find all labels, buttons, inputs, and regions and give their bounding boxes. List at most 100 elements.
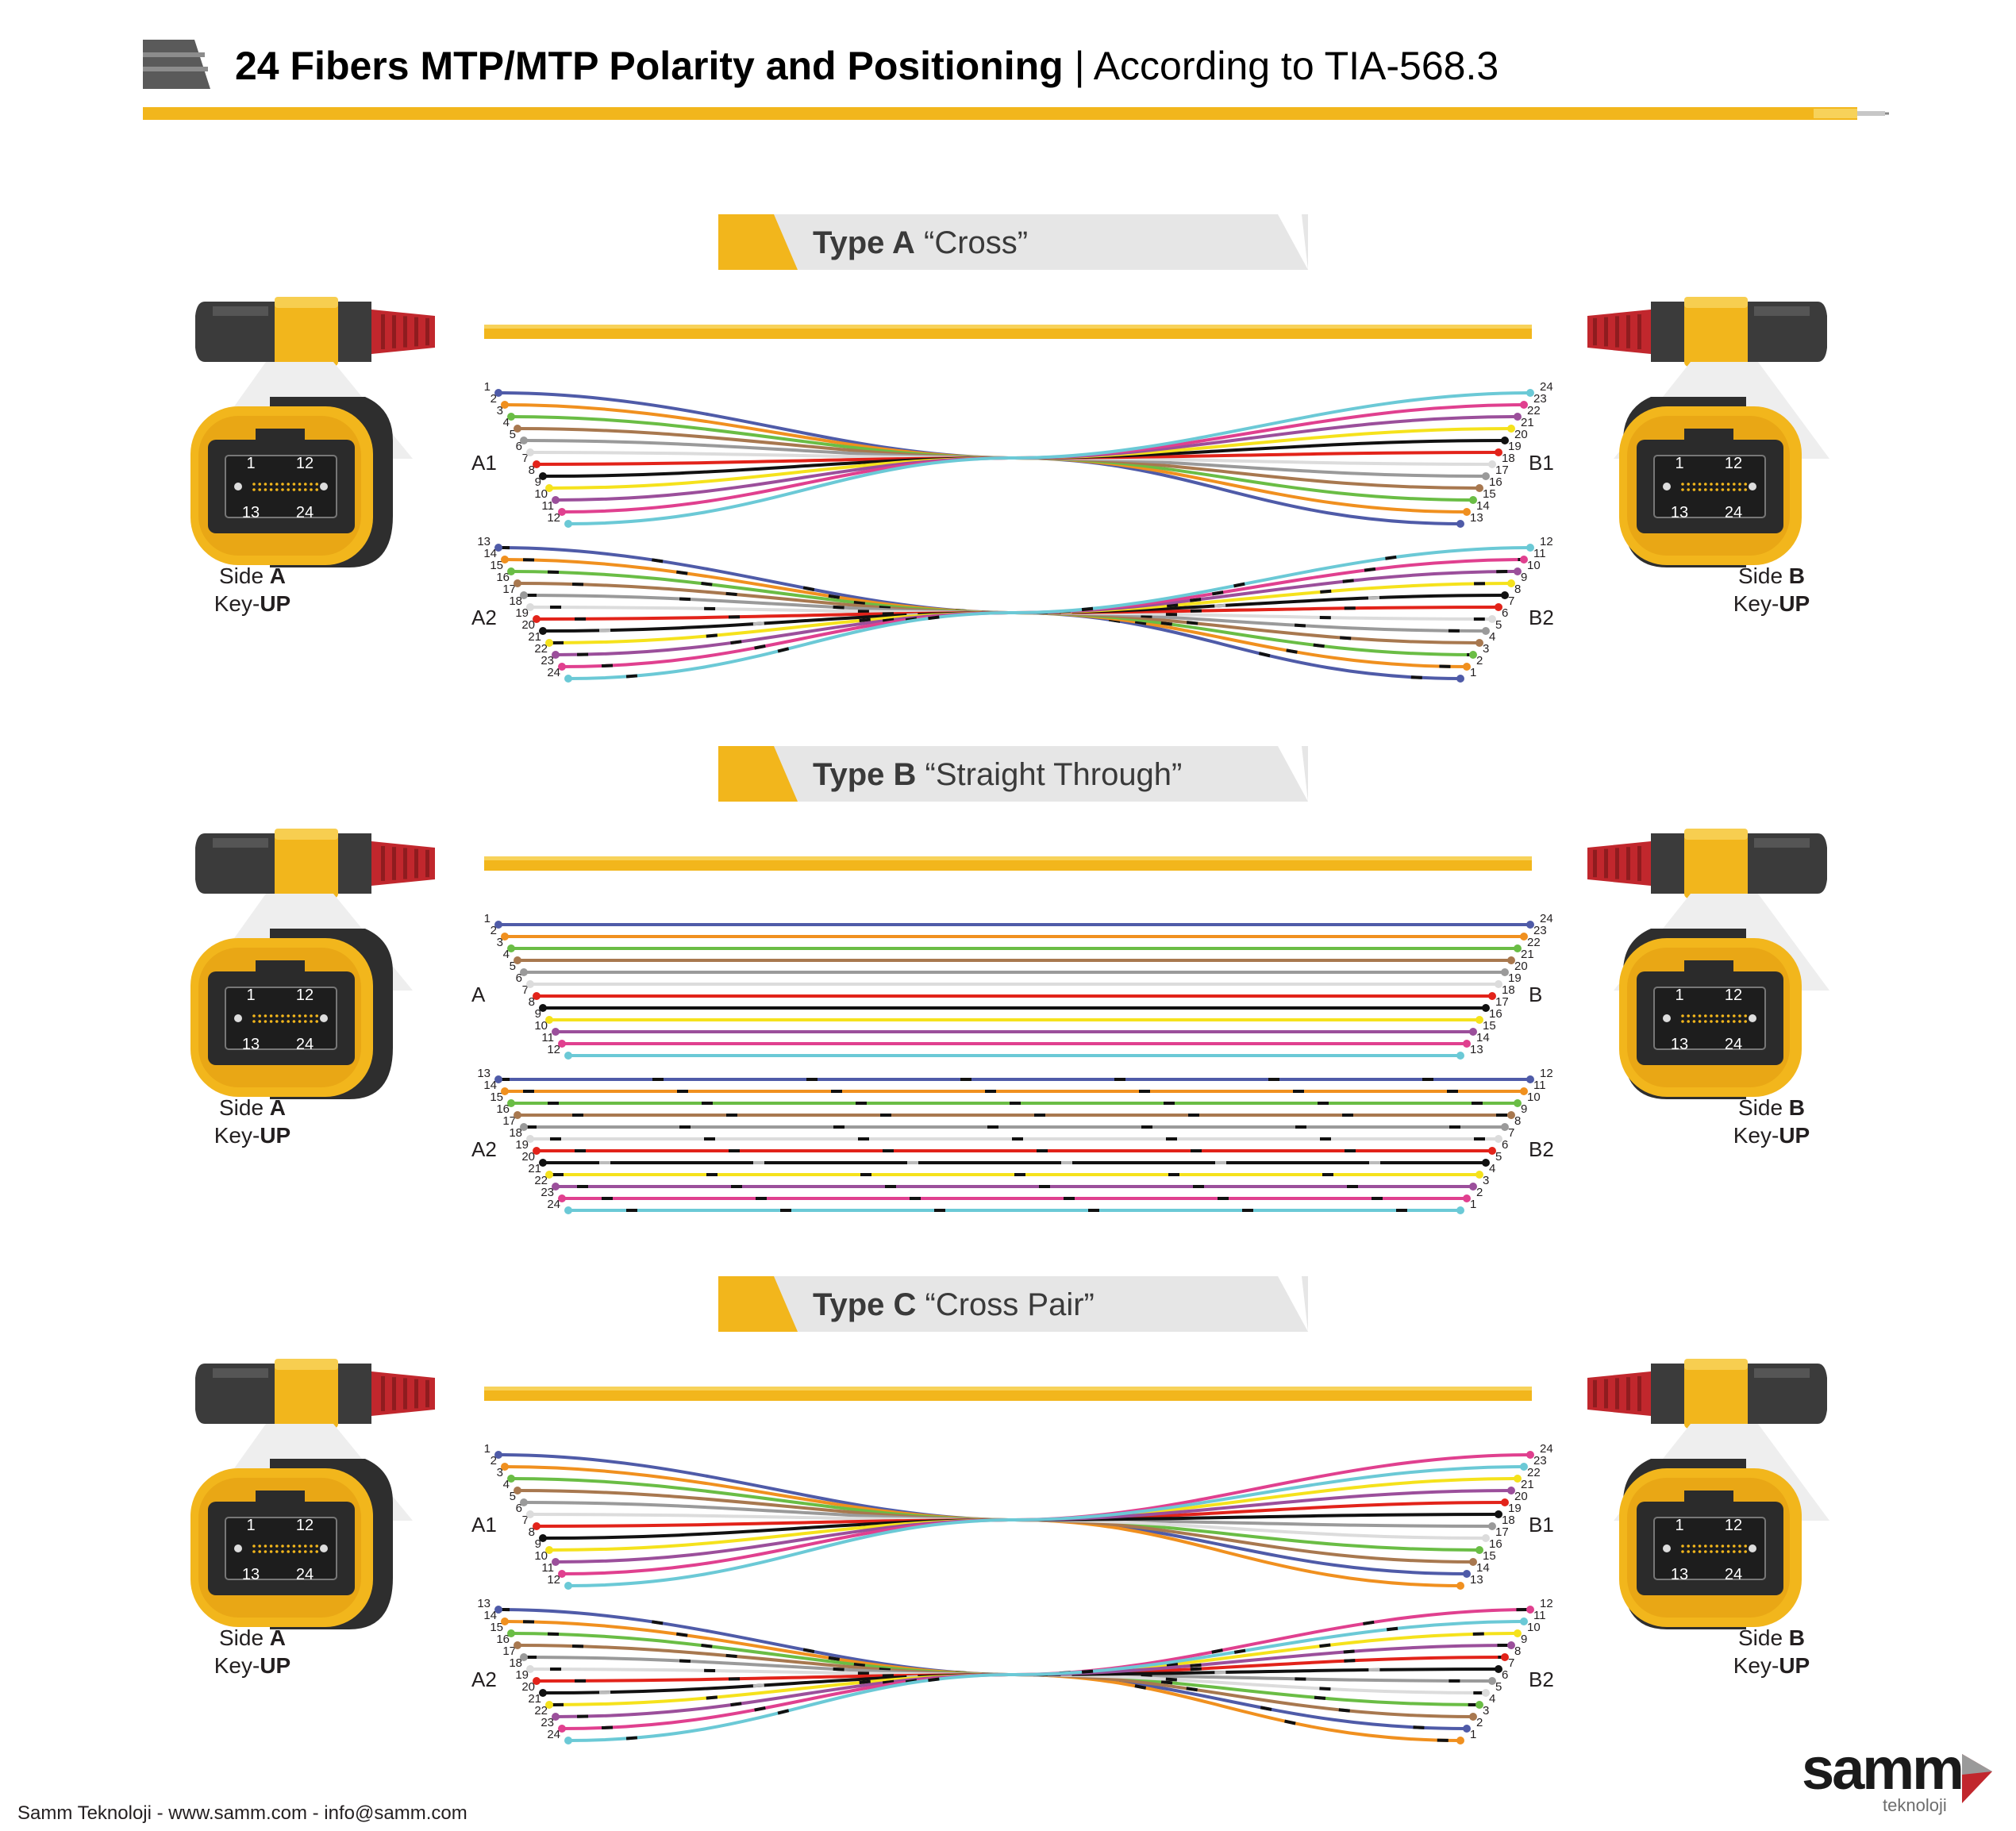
fiber-number-left: 22: [534, 1174, 548, 1187]
fiber-end-left: [533, 1522, 541, 1530]
side-label-letter: A: [270, 564, 286, 588]
face-key: [256, 1491, 305, 1505]
side-label: Side A: [219, 564, 286, 588]
fiber-end-right: [1520, 556, 1528, 564]
fiber-end-left: [552, 1183, 560, 1191]
fiber-number-right: 16: [1489, 1537, 1502, 1551]
fiber-hole: [1681, 488, 1684, 491]
boot-rib: [1604, 1379, 1608, 1409]
fiber-end-right: [1526, 1451, 1534, 1459]
face-ferrule: [1653, 987, 1766, 1050]
fiber-end-left: [494, 921, 502, 929]
fiber-hole: [1733, 1550, 1736, 1553]
fiber-hole: [1733, 488, 1736, 491]
fiber-hole: [1726, 1550, 1730, 1553]
fiber-number-right: 1: [1470, 1728, 1476, 1741]
fiber-number-left: 17: [502, 583, 516, 596]
type-badge-accent: [718, 214, 798, 270]
fiber-number-right: 15: [1483, 1549, 1496, 1563]
fiber-hole: [310, 1020, 313, 1023]
fiber-number-right: 8: [1514, 583, 1521, 596]
fiber-end-left: [564, 520, 572, 528]
face-ferrule: [1653, 1517, 1766, 1580]
fiber-hole: [1738, 1544, 1741, 1548]
face-key: [1684, 1491, 1733, 1505]
key-label: Key-UP: [1733, 1653, 1810, 1678]
mtp-connector-plug: [1587, 829, 1827, 898]
fiber-end-right: [1526, 1606, 1534, 1614]
fiber-hole: [1733, 483, 1736, 486]
boot-rib: [1593, 317, 1597, 346]
group-label-right: B1: [1529, 1513, 1554, 1537]
fiber-hole: [315, 1544, 318, 1548]
pin-label-1: 1: [1675, 455, 1683, 472]
logo-word: samm: [1802, 1736, 1962, 1802]
key-label-prefix: Key-: [1733, 591, 1779, 616]
fiber-hole: [269, 1014, 273, 1017]
fiber-end-left: [552, 1028, 560, 1036]
pin-label-12: 12: [1725, 987, 1742, 1004]
fiber-number-left: 10: [534, 1549, 548, 1563]
fiber-hole: [1715, 488, 1718, 491]
fiber-end-right: [1514, 1629, 1522, 1637]
fiber-hole: [310, 1550, 313, 1553]
fiber-number-right: 22: [1527, 404, 1541, 417]
mtp-connector-plug: [1587, 1359, 1827, 1429]
boot-rib: [1626, 1377, 1630, 1410]
pin-label-12: 12: [296, 455, 314, 472]
fiber-end-right: [1456, 675, 1464, 683]
fiber-end-left: [507, 567, 515, 575]
side-label-letter: A: [270, 1095, 286, 1120]
housing-highlight: [275, 297, 338, 308]
fiber-number-left: 22: [534, 1704, 548, 1718]
fiber-end-left: [526, 603, 534, 611]
fiber-number-left: 12: [547, 511, 560, 525]
type-badge-cut: [1278, 214, 1308, 270]
fiber-hole: [1698, 1020, 1702, 1023]
fiber-number-left: 3: [497, 1466, 503, 1479]
fiber-number-right: 4: [1489, 1692, 1495, 1706]
fiber-number-left: 11: [541, 1031, 554, 1044]
fiber-hole: [269, 1544, 273, 1548]
fiber-number-left: 5: [510, 428, 516, 441]
fiber-number-right: 7: [1508, 1126, 1514, 1140]
connector-rear: [338, 302, 371, 362]
fiber-end-left: [520, 1498, 528, 1506]
fiber-number-left: 8: [529, 464, 535, 477]
fiber-number-left: 19: [515, 1138, 529, 1152]
fiber-end-left: [533, 615, 541, 623]
fiber-number-left: 17: [502, 1644, 516, 1658]
key-label-up: UP: [1779, 1123, 1810, 1148]
fiber-number-left: 14: [483, 1079, 497, 1092]
fiber-hole: [1698, 483, 1702, 486]
fiber-hole: [269, 1550, 273, 1553]
fiber-end-right: [1495, 1510, 1502, 1518]
connector-highlight: [213, 306, 268, 316]
connector-yellow-housing: [275, 829, 338, 898]
fiber-number-right: 17: [1495, 464, 1509, 477]
header: 24 Fibers MTP/MTP Polarity and Positioni…: [143, 40, 1889, 120]
fiber-hole: [298, 1014, 302, 1017]
fiber-end-right: [1507, 1111, 1515, 1119]
boot-rib: [1604, 317, 1608, 347]
side-label-prefix: Side: [1738, 1095, 1789, 1120]
fiber-hole: [1738, 1020, 1741, 1023]
fiber-hole: [258, 488, 261, 491]
fiber-hole: [275, 1020, 279, 1023]
fiber-number-left: 21: [528, 1692, 541, 1706]
fiber-hole: [275, 488, 279, 491]
fiber-number-left: 8: [529, 995, 535, 1009]
fiber-hole: [310, 488, 313, 491]
type-title: Type A “Cross”: [813, 225, 1028, 260]
fiber-end-right: [1520, 1087, 1528, 1095]
fiber-hole: [1687, 488, 1690, 491]
fiber-hole: [1733, 1544, 1736, 1548]
fiber-hole: [1744, 483, 1747, 486]
fiber-end-right: [1456, 1206, 1464, 1214]
type-title: Type C “Cross Pair”: [813, 1287, 1095, 1322]
fiber-hole: [264, 488, 267, 491]
fiber-end-left: [526, 1135, 534, 1143]
